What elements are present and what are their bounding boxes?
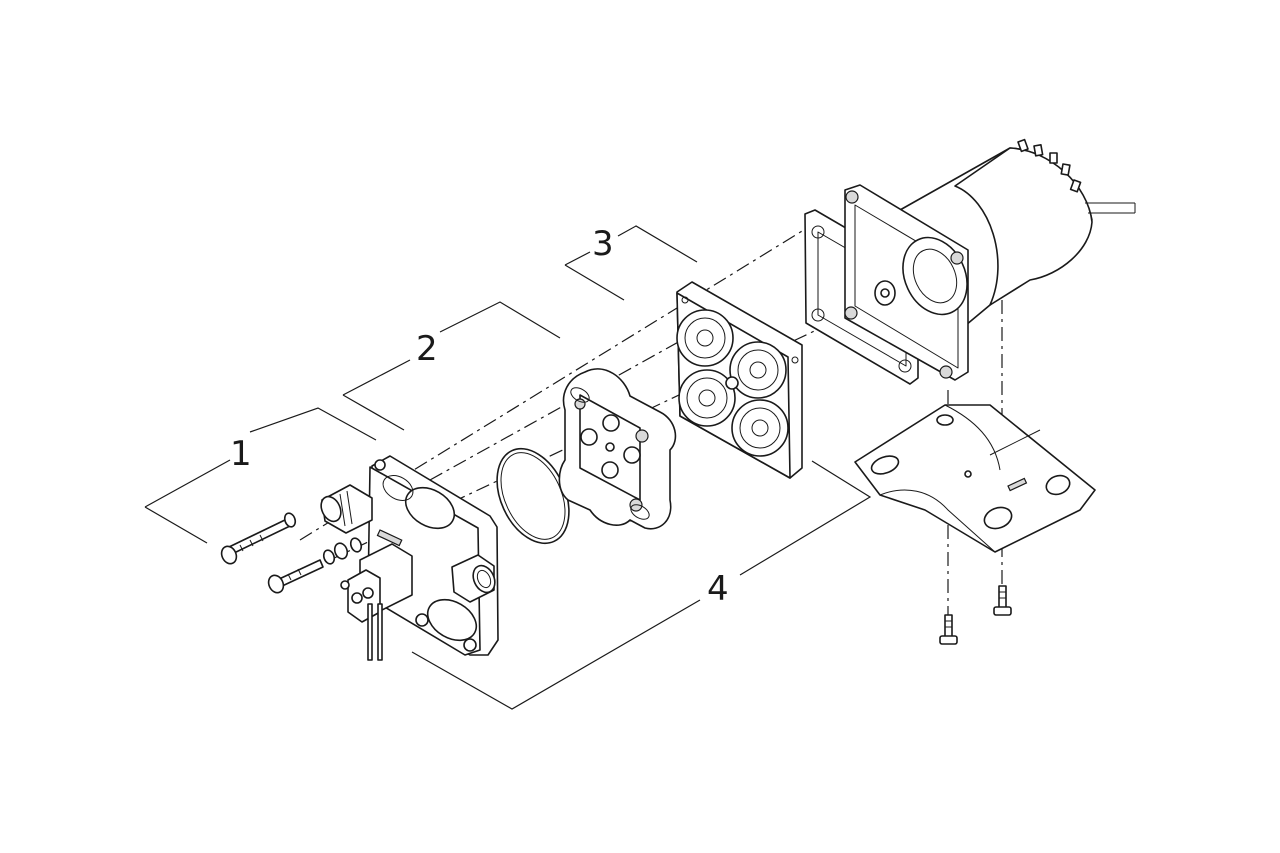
callout-1-bracket: 1 <box>144 407 377 544</box>
valve-assembly <box>558 368 677 530</box>
washer <box>349 537 363 553</box>
callout-4-bracket: 4 <box>411 460 872 710</box>
base-screws <box>939 585 1012 645</box>
washer <box>283 512 297 528</box>
callout-3-bracket: 3 <box>564 224 698 301</box>
callout-label-4: 4 <box>707 569 729 609</box>
washer <box>333 542 349 560</box>
callout-2-bracket: 2 <box>342 301 561 431</box>
washer <box>322 549 336 565</box>
motor <box>844 138 1136 381</box>
callout-label-2: 2 <box>416 329 438 369</box>
callout-label-3: 3 <box>592 224 614 264</box>
mounting-base <box>854 404 1096 553</box>
pump-head-housing <box>320 455 499 661</box>
callout-label-1: 1 <box>230 434 252 474</box>
diaphragm-plate <box>676 281 803 479</box>
screw-set <box>220 512 363 594</box>
